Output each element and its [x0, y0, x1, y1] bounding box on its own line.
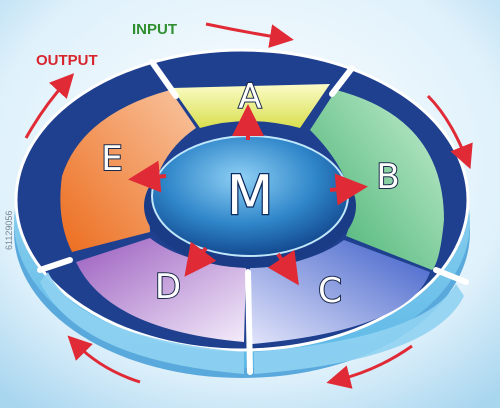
arrow-to-e: [128, 160, 167, 193]
segment-dividers: [37, 59, 469, 375]
segment-b-label: B: [376, 157, 399, 197]
segment-d-label: D: [155, 267, 181, 307]
arrow-to-d: [184, 241, 217, 277]
arrow-output: [24, 73, 75, 139]
arrow-to-c: [267, 249, 299, 286]
front-rim-right: [254, 284, 464, 374]
segment-a-label: A: [238, 77, 261, 117]
arrow-input: [205, 22, 294, 48]
input-label: INPUT: [132, 21, 177, 38]
arrow-right-lower: [326, 344, 413, 389]
segment-b: [310, 90, 444, 270]
front-rim-left: [40, 272, 244, 374]
segment-e-label: E: [101, 139, 122, 179]
center-arrows: [128, 104, 368, 286]
arrow-left-lower: [67, 335, 141, 384]
arrow-right-upper: [426, 94, 473, 170]
stock-id-label: 61129056: [4, 210, 14, 250]
segment-c-label: C: [318, 271, 342, 311]
output-label: OUTPUT: [36, 52, 98, 69]
center-label: M: [227, 164, 274, 227]
arrow-to-b: [329, 173, 368, 206]
flow-arrows: [24, 22, 473, 389]
